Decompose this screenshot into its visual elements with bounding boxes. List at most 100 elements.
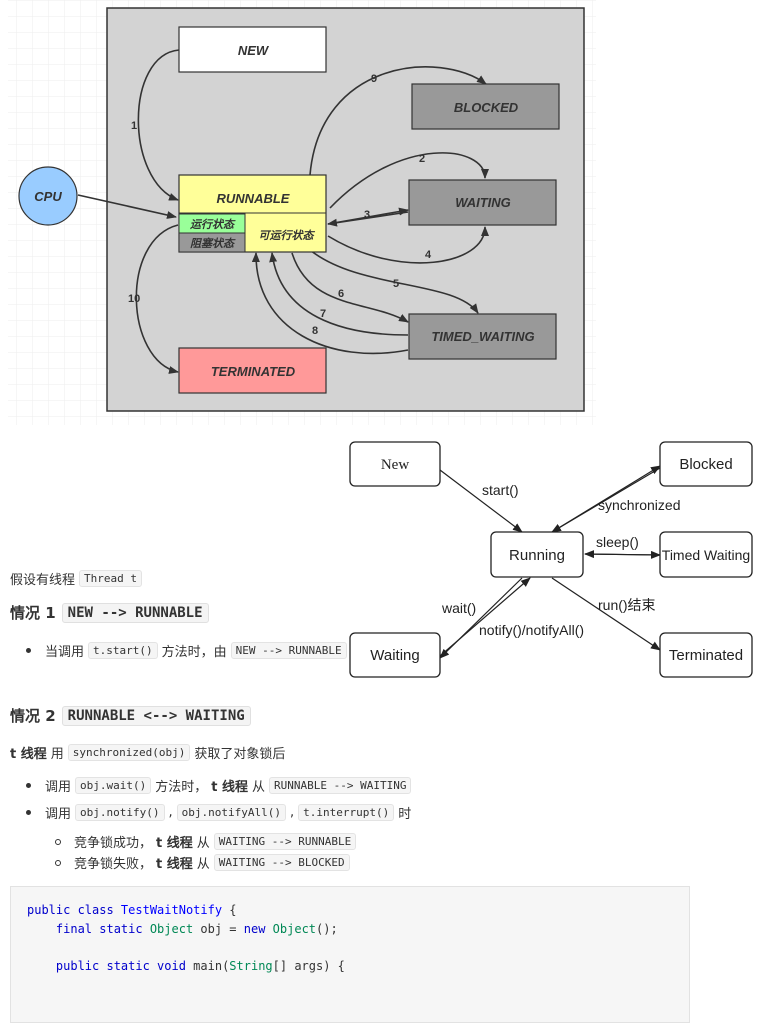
case2-s2-code: WAITING --> BLOCKED	[213, 854, 350, 871]
edge-run-end	[551, 577, 661, 651]
intro-line: 假设有线程 Thread t	[10, 569, 142, 588]
node-blocked-label: Blocked	[679, 456, 732, 473]
case2-line: t 线程 用 synchronized(obj) 获取了对象锁后	[10, 743, 285, 762]
thread-state-diagram: NEW BLOCKED RUNNABLE 运行状态 阻塞状态 可运行状态 WAI…	[8, 0, 596, 425]
case1-title: 情况 1	[10, 604, 56, 622]
case2-b2-post: 时	[398, 807, 412, 822]
edge-8	[251, 252, 409, 355]
edge-label-sleep: sleep()	[596, 534, 639, 550]
case2-b1-mid: 方法时，	[155, 780, 208, 795]
edge-sleep-back	[584, 550, 661, 559]
bullet-dot	[26, 810, 31, 815]
state-waiting-label: WAITING	[455, 195, 511, 210]
case2-line-code: synchronized(obj)	[67, 744, 191, 761]
sub-bullet-circle	[55, 838, 61, 845]
code-text: ();	[316, 921, 338, 936]
edge-9	[309, 66, 487, 176]
edge-label-2: 2	[419, 153, 425, 165]
edge-5	[309, 249, 479, 314]
case1-bullet-pre: 当调用	[45, 645, 85, 660]
node-timed-waiting	[659, 531, 753, 578]
cpu-label: CPU	[34, 189, 62, 204]
node-waiting-label: Waiting	[370, 647, 419, 664]
case2-s1-code: WAITING --> RUNNABLE	[213, 833, 357, 850]
code-keyword: public static void	[27, 958, 194, 973]
case2-b1-code2: RUNNABLE --> WAITING	[269, 777, 412, 794]
case2-s1-pre: 竞争锁成功，	[74, 836, 153, 851]
case2-s1-bold: t 线程	[156, 836, 193, 851]
code-text: {	[222, 903, 237, 917]
case2-s1-post: 从	[196, 836, 210, 851]
case1-code: NEW --> RUNNABLE	[61, 602, 209, 623]
node-terminated	[659, 632, 753, 678]
edge-3b	[327, 211, 409, 227]
cpu-node	[18, 166, 78, 226]
code-keyword: public class	[27, 903, 121, 917]
sub-bullet-circle	[55, 859, 61, 866]
node-waiting	[349, 632, 441, 678]
edge-label-start: start()	[482, 482, 519, 498]
node-terminated-label: Terminated	[669, 647, 743, 664]
case2-bullet-2: 调用 obj.notify() , obj.notifyAll() , t.in…	[26, 803, 411, 822]
code-keyword: new	[243, 921, 273, 936]
case2-b1-pre: 调用	[45, 780, 72, 795]
bullet-dot	[26, 783, 31, 788]
edge-label-10: 10	[128, 293, 140, 305]
node-new	[349, 441, 441, 487]
case2-title: 情况 2	[10, 707, 56, 725]
edge-label-run-end: run()结束	[598, 597, 656, 613]
case2-s2-bold: t 线程	[156, 857, 193, 872]
substate-runnable-label: 可运行状态	[259, 229, 316, 242]
state-terminated	[178, 347, 327, 394]
node-running-label: Running	[509, 547, 565, 564]
intro-code: Thread t	[79, 570, 142, 587]
node-running	[490, 531, 584, 578]
case2-line-post: 获取了对象锁后	[194, 747, 286, 762]
case1-bullet-code1: t.start()	[88, 642, 158, 659]
case2-b2-code1: obj.notify()	[75, 804, 165, 821]
case1-bullet: 当调用 t.start() 方法时，由 NEW --> RUNNABLE	[26, 641, 347, 660]
state-new	[178, 26, 327, 73]
substate-running-label: 运行状态	[190, 218, 236, 231]
edge-10	[135, 224, 179, 374]
case2-line-mid: 用	[50, 747, 64, 762]
code-text: [] args) {	[272, 958, 345, 973]
edge-label-5: 5	[393, 278, 399, 290]
case2-bullet-1: 调用 obj.wait() 方法时， t 线程 从 RUNNABLE --> W…	[26, 776, 412, 795]
case2-sub-2: 竞争锁失败， t 线程 从 WAITING --> BLOCKED	[55, 853, 350, 872]
code-type: String	[229, 958, 273, 973]
case2-code: RUNNABLE <--> WAITING	[61, 705, 251, 726]
edge-label-wait: wait()	[441, 600, 476, 616]
case2-b2-sep2: ,	[289, 805, 295, 820]
case2-b1-post: 从	[252, 780, 266, 795]
simple-state-diagram: New Blocked Running Timed Waiting Waitin…	[349, 441, 753, 678]
edge-7	[269, 252, 409, 336]
code-class-name: TestWaitNotify	[120, 903, 223, 917]
case2-heading: 情况 2 RUNNABLE <--> WAITING	[10, 705, 251, 726]
state-terminated-label: TERMINATED	[211, 364, 296, 379]
case2-line-bold: t 线程	[10, 747, 47, 762]
edge-label-notify: notify()/notifyAll()	[479, 622, 584, 638]
node-blocked	[659, 441, 753, 487]
case2-b2-sep1: ,	[168, 805, 173, 820]
bullet-dot	[26, 648, 31, 653]
edge-2	[329, 152, 489, 209]
edge-label-4: 4	[425, 249, 432, 261]
edge-start	[439, 469, 523, 533]
edge-label-6: 6	[338, 288, 344, 300]
code-type: Object	[149, 921, 194, 936]
state-waiting	[408, 179, 557, 226]
state-new-label: NEW	[238, 43, 270, 58]
edge-notify	[439, 577, 531, 657]
case2-sub-1: 竞争锁成功， t 线程 从 WAITING --> RUNNABLE	[55, 832, 357, 851]
code-keyword: final static	[27, 921, 150, 936]
case2-b1-code: obj.wait()	[75, 777, 152, 794]
case2-b2-code2: obj.notifyAll()	[176, 804, 286, 821]
state-blocked	[411, 83, 560, 130]
state-timed-waiting-label: TIMED_WAITING	[431, 329, 534, 344]
edge-label-synchronized: synchronized	[598, 497, 681, 513]
case1-bullet-mid: 方法时，由	[161, 645, 227, 660]
edge-label-1: 1	[131, 120, 137, 132]
edge-synchronized-back	[551, 467, 661, 533]
case2-b1-bold: t 线程	[211, 780, 249, 795]
